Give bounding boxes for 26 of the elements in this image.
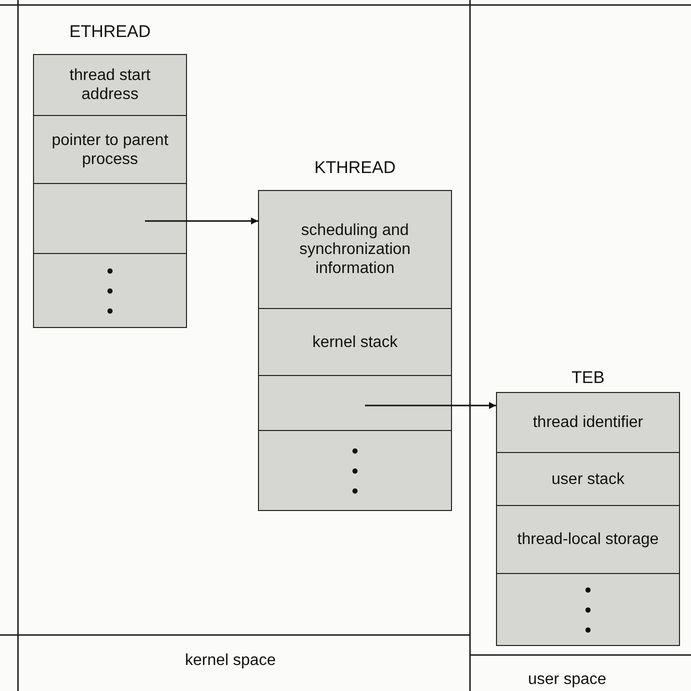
field-cell	[496, 573, 680, 646]
region-label: user space	[528, 671, 606, 689]
field-cell	[496, 505, 680, 574]
field-label: scheduling and synchronization information	[298, 221, 412, 278]
field-cell	[258, 308, 452, 376]
arrow	[145, 218, 258, 224]
field-label: pointer to parent process	[50, 130, 170, 168]
field-label: thread identifier	[532, 413, 644, 432]
field-label: thread-local storage	[516, 530, 660, 549]
field-label: kernel stack	[311, 332, 399, 352]
region-label: kernel space	[185, 652, 276, 670]
arrow	[365, 402, 496, 409]
field-cell	[258, 430, 452, 511]
field-cell	[33, 115, 187, 184]
field-cell	[33, 183, 187, 254]
field-cell	[258, 190, 452, 309]
structure-heading: TEB	[570, 368, 606, 388]
field-cell	[496, 452, 680, 506]
field-cell	[33, 54, 187, 116]
structure-heading: KTHREAD	[313, 158, 397, 178]
field-label: user stack	[550, 470, 626, 488]
field-cell	[496, 392, 680, 453]
field-cell	[33, 253, 187, 328]
field-cell	[258, 375, 452, 431]
structure-heading: ETHREAD	[68, 22, 152, 42]
field-label: thread start address	[68, 66, 152, 104]
